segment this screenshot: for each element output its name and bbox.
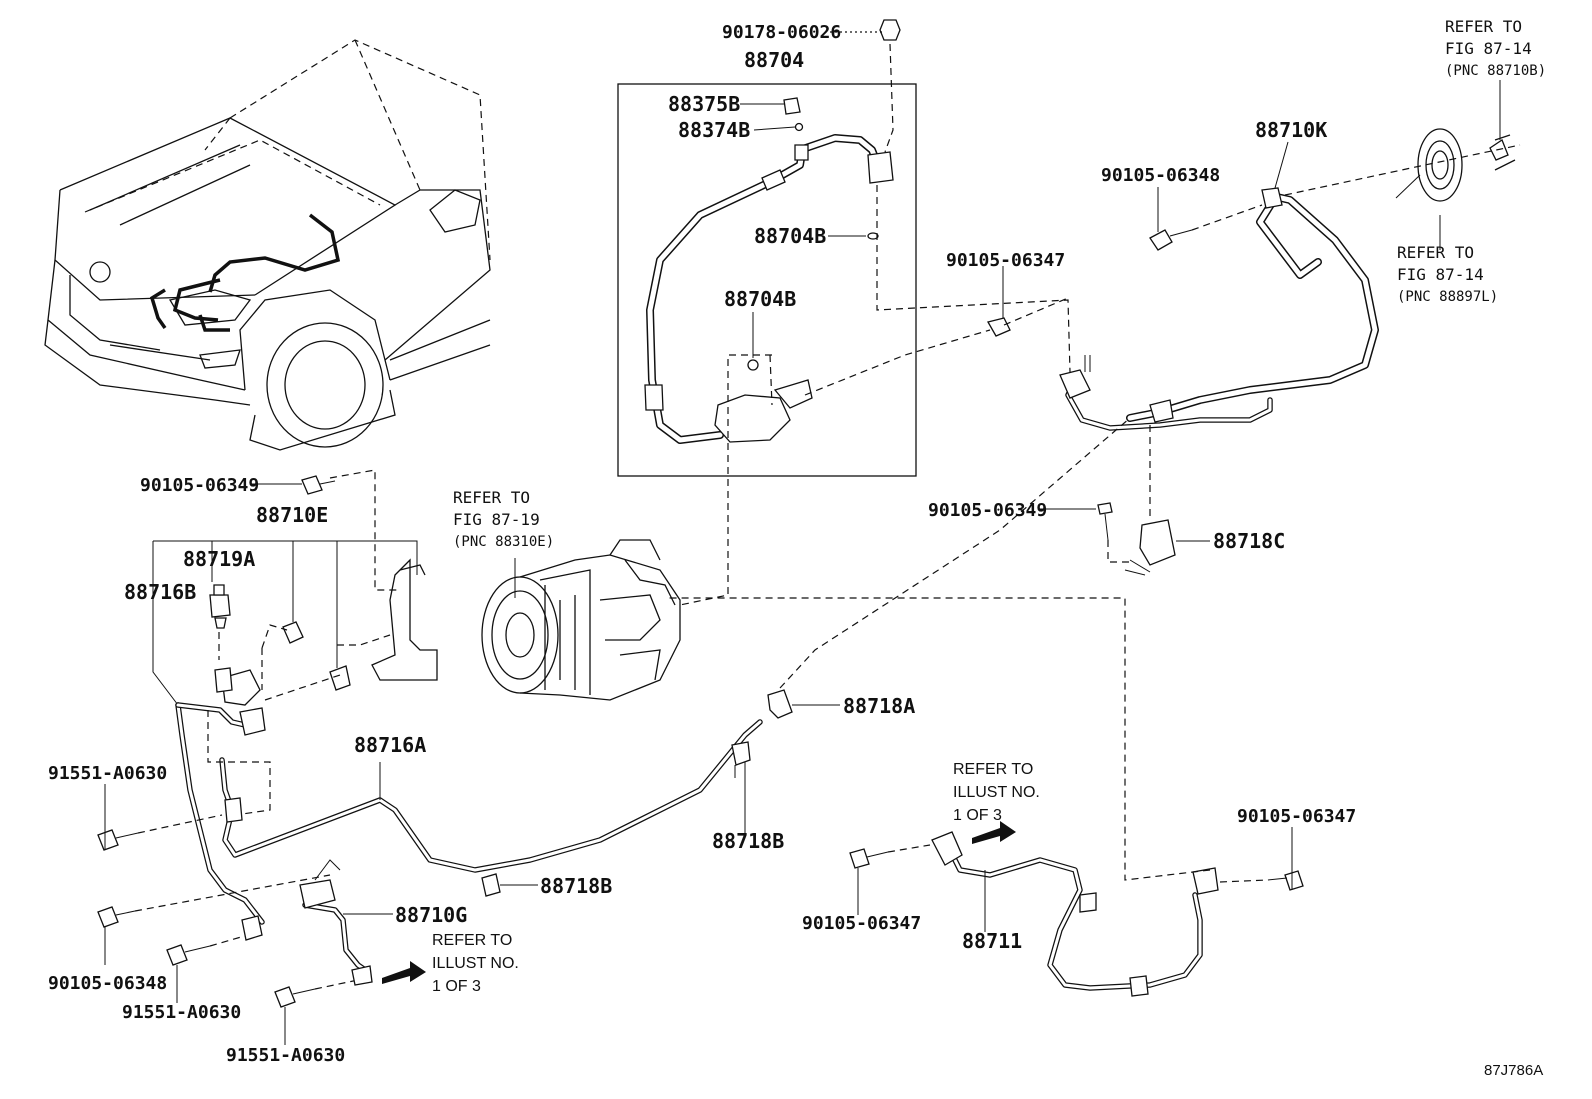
ref-illust-left-l3: 1 OF 3	[432, 978, 481, 995]
arrow-right-icon	[382, 961, 426, 984]
ref-fig8714-mid-l3: (PNC 88897L)	[1397, 289, 1498, 305]
callout-88719A: 88719A	[183, 547, 255, 571]
arrow-right-icon	[972, 821, 1016, 844]
callout-88710E: 88710E	[256, 503, 328, 527]
callout-91551-A0630-b: 91551-A0630	[122, 1002, 241, 1023]
callout-88716B: 88716B	[124, 580, 196, 604]
ref-illust-right-l3: 1 OF 3	[953, 807, 1002, 824]
hose-88704	[644, 97, 1071, 606]
callout-88375B: 88375B	[668, 92, 740, 116]
callout-88704B-b: 88704B	[724, 287, 796, 311]
callout-90178-06026: 90178-06026	[722, 22, 841, 43]
callout-88710G: 88710G	[395, 903, 467, 927]
callout-90105-06347-mid: 90105-06347	[946, 250, 1065, 271]
pipe-88711	[668, 597, 1304, 997]
ref-illust-left-l1: REFER TO	[432, 932, 512, 949]
ref-fig8719-l2: FIG 87-19	[453, 510, 540, 529]
callout-90105-06348-top: 90105-06348	[1101, 165, 1220, 186]
callout-88716A: 88716A	[354, 733, 426, 757]
callout-90105-06349-left: 90105-06349	[140, 475, 259, 496]
callout-88718A: 88718A	[843, 694, 915, 718]
compressor-illustration	[481, 539, 681, 701]
callout-90105-06348-bot: 90105-06348	[48, 973, 167, 994]
callout-91551-A0630-c: 91551-A0630	[226, 1045, 345, 1066]
ref-fig8714-top-l3: (PNC 88710B)	[1445, 63, 1546, 79]
callout-90105-06349-right: 90105-06349	[928, 500, 1047, 521]
clamps-88718	[481, 417, 1131, 897]
callout-88718B-a: 88718B	[712, 829, 784, 853]
ref-illust-left-l2: ILLUST NO.	[432, 955, 519, 972]
vehicle-illustration	[44, 39, 491, 451]
illustration-code: 87J786A	[1484, 1062, 1543, 1079]
ref-fig8719-l1: REFER TO	[453, 488, 530, 507]
callout-88704: 88704	[744, 48, 804, 72]
part-group-box-88704	[617, 83, 917, 477]
callout-88718B-b: 88718B	[540, 874, 612, 898]
ref-fig8714-mid-l1: REFER TO	[1397, 243, 1474, 262]
callout-88704B-a: 88704B	[754, 224, 826, 248]
reference-notes: REFER TO FIG 87-14 (PNC 88710B) REFER TO…	[432, 17, 1546, 995]
pipe-88716B-88716A	[97, 469, 763, 1008]
ref-illust-right-l2: ILLUST NO.	[953, 784, 1040, 801]
callout-88710K: 88710K	[1255, 118, 1327, 142]
callout-88718C: 88718C	[1213, 529, 1285, 553]
ref-fig8714-top-l2: FIG 87-14	[1445, 39, 1532, 58]
ref-fig8719-l3: (PNC 88310E)	[453, 534, 554, 550]
leader-lines	[104, 31, 1501, 1045]
callout-88374B: 88374B	[678, 118, 750, 142]
callout-90105-06347-br: 90105-06347	[1237, 806, 1356, 827]
callout-90105-06347-bot: 90105-06347	[802, 913, 921, 934]
ref-fig8714-mid-l2: FIG 87-14	[1397, 265, 1484, 284]
ref-illust-right-l1: REFER TO	[953, 761, 1033, 778]
pipe-88710K	[987, 128, 1521, 576]
ref-fig8714-top-l1: REFER TO	[1445, 17, 1522, 36]
part-callouts: 90178-06026 88704 88375B 88374B 88704B 8…	[48, 22, 1356, 1066]
callout-88711: 88711	[962, 929, 1022, 953]
callout-91551-A0630-a: 91551-A0630	[48, 763, 167, 784]
bolt-90178-06026	[879, 19, 901, 153]
